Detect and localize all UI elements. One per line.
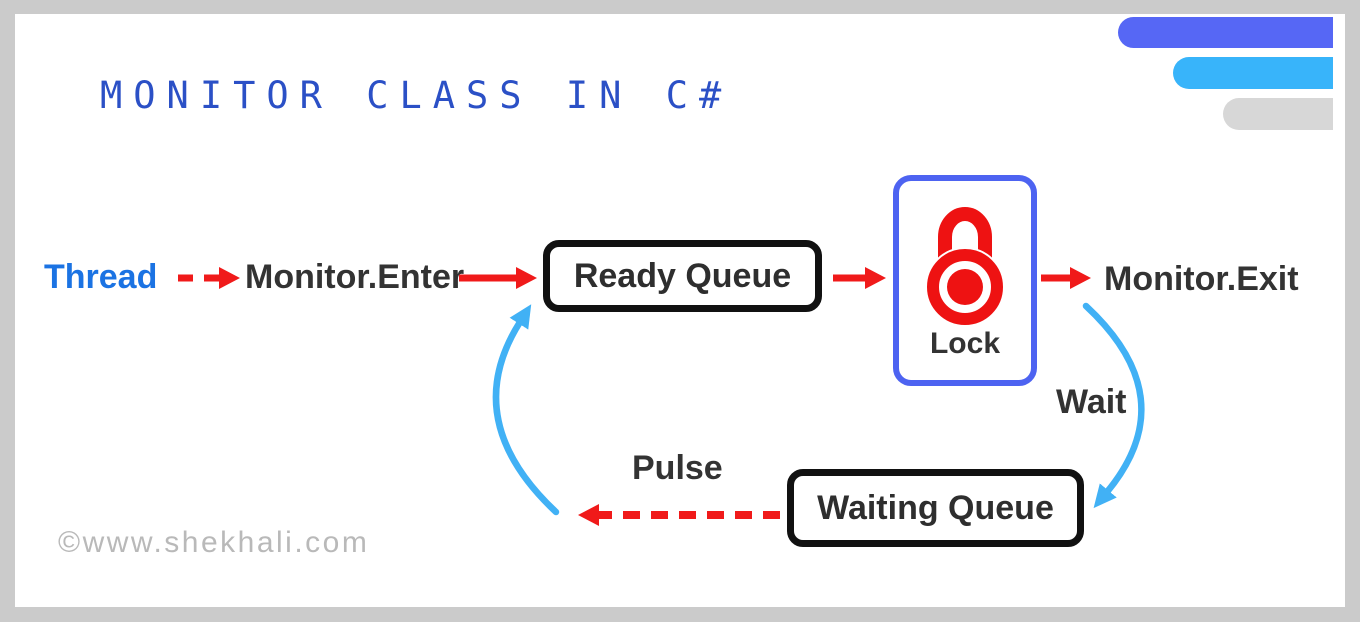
thread-label: Thread [44, 258, 158, 296]
decoration-bar-sky [1173, 57, 1333, 89]
page-title: MONITOR CLASS IN C# [100, 74, 733, 117]
wait-edge-label: Wait [1056, 383, 1127, 421]
watermark: ©www.shekhali.com [58, 526, 370, 559]
decoration-bar-gray [1223, 98, 1333, 130]
ready-queue-label: Ready Queue [573, 256, 792, 295]
pulse-edge-label: Pulse [632, 449, 723, 487]
lock-box: Lock [893, 175, 1037, 386]
decoration-bar-indigo [1118, 17, 1333, 48]
waiting-queue-label: Waiting Queue [817, 488, 1054, 527]
lock-label: Lock [929, 327, 1001, 360]
padlock-icon [925, 207, 1005, 327]
waiting-queue-box: Waiting Queue [787, 469, 1084, 547]
monitor-enter-label: Monitor.Enter [245, 258, 465, 296]
ready-queue-box: Ready Queue [543, 240, 822, 312]
monitor-exit-label: Monitor.Exit [1104, 260, 1299, 298]
